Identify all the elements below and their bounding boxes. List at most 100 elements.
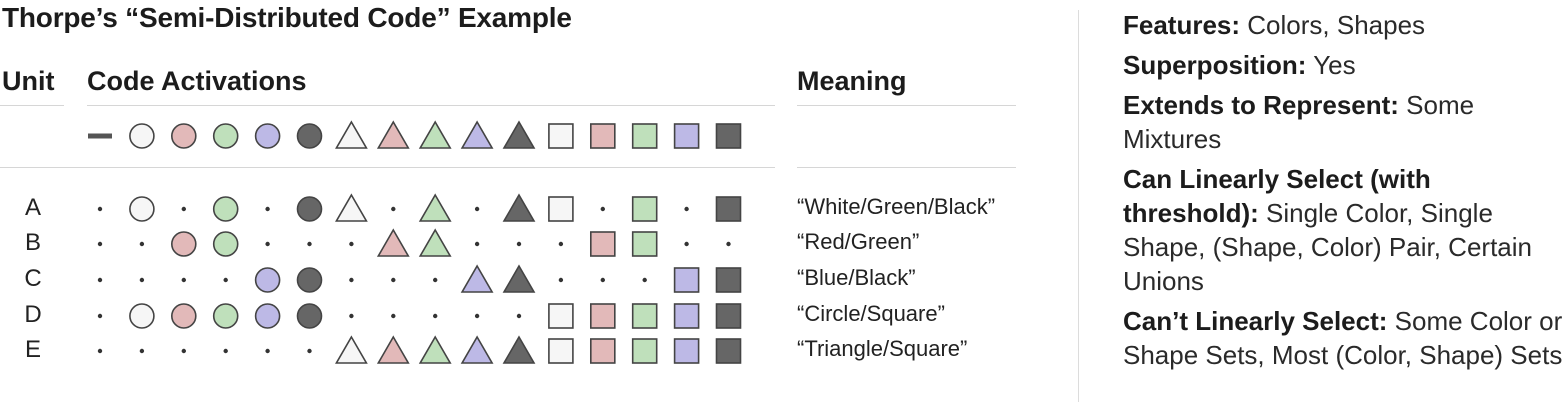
- green-triangle-icon: [418, 193, 452, 222]
- black-circle-icon: [296, 196, 323, 222]
- white-square-icon: [548, 303, 574, 329]
- inactive-dot: [516, 313, 522, 319]
- unit-meaning: “Triangle/Square”: [797, 336, 968, 361]
- inactive-dot: [265, 241, 270, 247]
- black-triangle-icon: [502, 193, 536, 222]
- white-circle-icon: [129, 303, 155, 329]
- inactive-dot: [516, 241, 522, 247]
- green-square-icon: [631, 196, 658, 222]
- panel-divider: [1078, 10, 1079, 402]
- blue-square-icon: [673, 338, 700, 364]
- meaning-header: Meaning: [797, 66, 907, 96]
- property-item: Features: Colors, Shapes: [1123, 8, 1563, 42]
- inactive-dot: [139, 241, 145, 247]
- inactive-dot: [391, 313, 396, 319]
- unit-label: E: [24, 336, 41, 363]
- property-value: Some Color or Shape Sets, Most (Color, S…: [1123, 306, 1563, 370]
- green-triangle-icon: [418, 120, 452, 149]
- inactive-dot: [391, 206, 396, 212]
- inactive-dot: [139, 348, 145, 354]
- blue-square-icon: [673, 123, 700, 149]
- property-label: Superposition:: [1123, 50, 1307, 80]
- inactive-dot: [307, 348, 312, 354]
- inactive-dot: [223, 348, 228, 354]
- inactive-dot: [558, 277, 564, 283]
- property-item: Can’t Linearly Select: Some Color or Sha…: [1123, 304, 1563, 372]
- inactive-dot: [391, 277, 396, 283]
- unit-label: D: [24, 301, 42, 328]
- blue-triangle-icon: [460, 120, 494, 149]
- property-value: Single Color, Single Shape, (Shape, Colo…: [1123, 198, 1532, 296]
- inactive-dot: [433, 313, 438, 319]
- inactive-dot: [349, 241, 354, 247]
- property-item: Superposition: Yes: [1123, 48, 1563, 82]
- blue-triangle-icon: [460, 335, 494, 364]
- green-square-icon: [631, 123, 658, 149]
- inactive-dot: [97, 313, 103, 319]
- green-square-icon: [631, 303, 658, 329]
- black-square-icon: [715, 123, 742, 149]
- meaning-header-rule: [797, 105, 1016, 106]
- black-square-icon: [715, 338, 742, 364]
- inactive-dot: [97, 348, 103, 354]
- unit-meaning: “Red/Green”: [797, 229, 920, 254]
- red-square-icon: [589, 303, 616, 329]
- null-dash-icon: [88, 133, 112, 139]
- red-triangle-icon: [376, 120, 410, 149]
- inactive-dot: [223, 277, 228, 283]
- blue-triangle-icon: [460, 264, 494, 293]
- red-square-icon: [589, 123, 616, 149]
- inactive-dot: [684, 206, 689, 212]
- inactive-dot: [349, 277, 354, 283]
- property-label: Can Linearly Select (with threshold):: [1123, 164, 1431, 228]
- green-triangle-icon: [418, 228, 452, 257]
- legend-rule: [0, 167, 775, 168]
- property-value: Colors, Shapes: [1240, 10, 1426, 40]
- blue-circle-icon: [254, 123, 281, 149]
- unit-meaning: “Blue/Black”: [797, 265, 916, 290]
- blue-circle-icon: [254, 303, 281, 329]
- black-square-icon: [715, 267, 742, 293]
- property-label: Extends to Represent:: [1123, 90, 1399, 120]
- activations-header: Code Activations: [87, 66, 307, 96]
- white-circle-icon: [129, 196, 155, 222]
- white-square-icon: [548, 123, 574, 149]
- property-value: Yes: [1306, 50, 1356, 80]
- inactive-dot: [726, 241, 731, 247]
- unit-meaning: “Circle/Square”: [797, 301, 945, 326]
- green-triangle-icon: [418, 335, 452, 364]
- green-circle-icon: [212, 123, 239, 149]
- white-square-icon: [548, 196, 574, 222]
- black-circle-icon: [296, 303, 323, 329]
- property-item: Extends to Represent: Some Mixtures: [1123, 88, 1563, 156]
- black-circle-icon: [296, 267, 323, 293]
- blue-square-icon: [673, 267, 700, 293]
- white-square-icon: [548, 338, 574, 364]
- red-square-icon: [589, 338, 616, 364]
- green-square-icon: [631, 338, 658, 364]
- black-square-icon: [715, 196, 742, 222]
- red-circle-icon: [171, 123, 197, 149]
- black-circle-icon: [296, 123, 323, 149]
- black-triangle-icon: [502, 264, 536, 293]
- property-label: Features:: [1123, 10, 1241, 40]
- property-value: Some Mixtures: [1123, 90, 1475, 154]
- red-circle-icon: [171, 303, 197, 329]
- property-label: Can’t Linearly Select:: [1123, 306, 1388, 336]
- blue-circle-icon: [254, 267, 281, 293]
- inactive-dot: [474, 206, 480, 212]
- meaning-legend-rule: [797, 167, 1016, 168]
- inactive-dot: [474, 241, 480, 247]
- unit-header-rule: [0, 105, 64, 106]
- red-triangle-icon: [376, 335, 410, 364]
- inactive-dot: [474, 313, 480, 319]
- red-square-icon: [589, 231, 616, 257]
- green-square-icon: [631, 231, 658, 257]
- inactive-dot: [265, 206, 270, 212]
- inactive-dot: [558, 241, 564, 247]
- white-triangle-icon: [335, 120, 368, 149]
- unit-meaning: “White/Green/Black”: [797, 194, 996, 219]
- activations-header-rule: [87, 105, 775, 106]
- inactive-dot: [600, 206, 605, 212]
- inactive-dot: [307, 241, 312, 247]
